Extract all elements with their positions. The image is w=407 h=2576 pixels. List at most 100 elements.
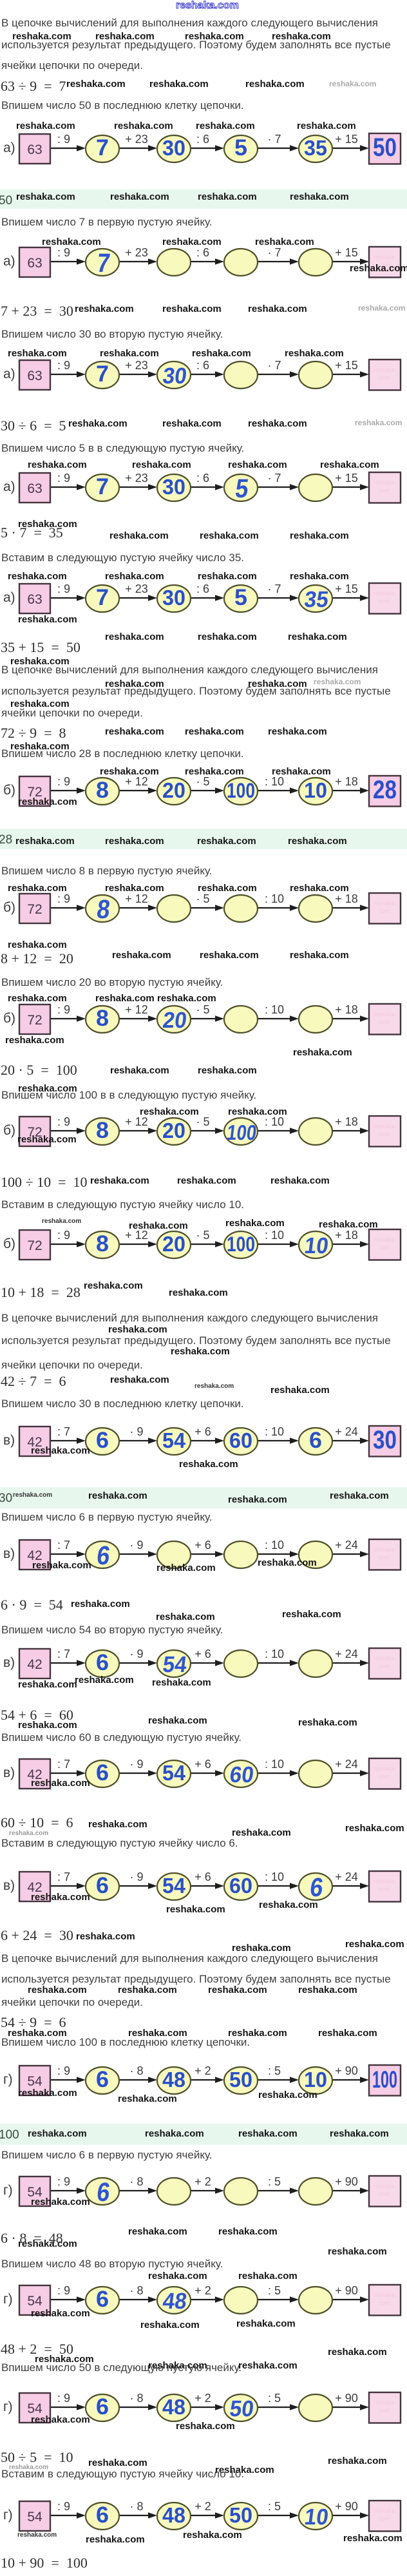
- svg-text:г): г): [3, 2508, 13, 2523]
- svg-text:· 7: · 7: [267, 582, 281, 595]
- svg-text:+ 15: + 15: [335, 582, 358, 595]
- svg-text:com: com: [379, 1019, 390, 1025]
- svg-text:: 10: : 10: [265, 892, 284, 905]
- svg-text:6: 6: [96, 2287, 109, 2312]
- svg-text:а): а): [3, 367, 15, 381]
- svg-text:reshaka: reshaka: [374, 367, 395, 373]
- svg-text:в): в): [3, 1433, 15, 1448]
- svg-text:: 9: : 9: [57, 2064, 70, 2077]
- svg-text:: 9: : 9: [57, 1003, 70, 1016]
- svg-text:· 5: · 5: [196, 775, 209, 788]
- svg-text:: 10: : 10: [265, 1115, 284, 1128]
- svg-text:reshaka: reshaka: [374, 2508, 395, 2514]
- svg-text:+ 15: + 15: [335, 472, 358, 485]
- svg-text:7: 7: [96, 474, 109, 499]
- svg-text:54: 54: [162, 1652, 189, 1677]
- svg-text:+ 23: + 23: [125, 133, 148, 146]
- svg-text:: 9: : 9: [57, 892, 70, 905]
- svg-text:60: 60: [229, 1428, 252, 1452]
- svg-text:: 9: : 9: [57, 2392, 70, 2405]
- svg-text:: 10: : 10: [265, 1870, 284, 1883]
- svg-text:· 8: · 8: [129, 2175, 143, 2188]
- svg-text:8: 8: [96, 1118, 109, 1143]
- svg-text:+ 90: + 90: [335, 2392, 358, 2405]
- svg-text:+ 6: + 6: [194, 1648, 211, 1660]
- svg-text:50: 50: [229, 2503, 252, 2527]
- svg-text:: 6: : 6: [196, 133, 209, 146]
- svg-text:· 8: · 8: [129, 2284, 143, 2297]
- svg-text:20: 20: [162, 1008, 189, 1033]
- svg-text:30: 30: [373, 1426, 397, 1454]
- svg-text:8: 8: [96, 778, 109, 803]
- svg-text:б): б): [3, 783, 15, 798]
- svg-text:+ 24: + 24: [335, 1870, 358, 1883]
- svg-text:: 9: : 9: [57, 775, 70, 788]
- svg-text:+ 12: + 12: [125, 775, 148, 788]
- svg-text:· 9: · 9: [129, 1758, 143, 1771]
- svg-text:: 10: : 10: [265, 1539, 284, 1552]
- svg-text:10: 10: [304, 778, 327, 802]
- svg-text:6: 6: [96, 1650, 109, 1675]
- svg-text:72: 72: [27, 785, 42, 800]
- svg-text:в): в): [3, 1546, 15, 1561]
- svg-text:+ 12: + 12: [125, 892, 148, 905]
- svg-text:54: 54: [27, 2185, 43, 2200]
- svg-text:54: 54: [162, 1874, 186, 1898]
- svg-text:60: 60: [229, 1762, 256, 1787]
- svg-text:54: 54: [162, 1428, 186, 1452]
- svg-text:reshaka: reshaka: [374, 1765, 395, 1772]
- svg-text:60: 60: [229, 1874, 252, 1898]
- svg-text:com: com: [379, 2407, 390, 2414]
- svg-text:+ 24: + 24: [335, 1758, 358, 1771]
- svg-text:reshaka: reshaka: [374, 2399, 395, 2406]
- svg-text:+ 2: + 2: [194, 2392, 211, 2405]
- svg-text:· 5: · 5: [196, 1115, 209, 1128]
- svg-text:72: 72: [27, 902, 42, 917]
- svg-text:: 6: : 6: [196, 246, 209, 259]
- svg-text:+ 6: + 6: [194, 1425, 211, 1438]
- svg-text:6: 6: [96, 1873, 109, 1898]
- svg-text:30: 30: [162, 363, 189, 389]
- svg-text:б): б): [3, 1011, 15, 1026]
- svg-text:20: 20: [162, 1232, 185, 1256]
- svg-text:reshaka: reshaka: [374, 2183, 395, 2189]
- svg-text:30: 30: [162, 136, 185, 160]
- svg-text:: 7: : 7: [57, 1539, 70, 1552]
- svg-text:+ 2: + 2: [194, 2284, 211, 2297]
- svg-text:42: 42: [27, 1767, 42, 1782]
- svg-text:: 10: : 10: [265, 1229, 284, 1242]
- svg-text:reshaka: reshaka: [374, 1655, 395, 1662]
- svg-text:54: 54: [27, 2510, 43, 2524]
- svg-text:reshaka: reshaka: [374, 479, 395, 486]
- svg-text:20: 20: [162, 778, 185, 802]
- svg-text:reshaka: reshaka: [374, 590, 395, 597]
- svg-text:: 7: : 7: [57, 1870, 70, 1883]
- svg-text:г): г): [3, 2183, 13, 2198]
- svg-text:+ 2: + 2: [194, 2175, 211, 2188]
- svg-text:+ 18: + 18: [335, 892, 358, 905]
- svg-text:· 7: · 7: [267, 472, 281, 485]
- svg-text:8: 8: [96, 1231, 109, 1256]
- svg-text:42: 42: [27, 1657, 42, 1672]
- svg-text:+ 18: + 18: [335, 1115, 358, 1128]
- svg-text:в): в): [3, 1878, 15, 1893]
- svg-text:: 9: : 9: [57, 582, 70, 595]
- svg-text:63: 63: [27, 592, 42, 607]
- svg-text:54: 54: [162, 1761, 186, 1785]
- svg-text:в): в): [3, 1655, 15, 1670]
- svg-text:com: com: [379, 2515, 390, 2522]
- svg-text:48: 48: [162, 2289, 189, 2314]
- svg-text:6: 6: [96, 1760, 109, 1785]
- svg-text:reshaka: reshaka: [374, 1011, 395, 1017]
- svg-text:100: 100: [227, 779, 255, 802]
- svg-text:+ 23: + 23: [125, 359, 148, 372]
- svg-text:com: com: [379, 1663, 390, 1669]
- svg-text:: 10: : 10: [265, 1003, 284, 1016]
- svg-text:com: com: [379, 374, 390, 381]
- svg-text:com: com: [379, 1131, 390, 1137]
- svg-text:6: 6: [96, 2067, 109, 2092]
- svg-text:28: 28: [373, 776, 397, 804]
- svg-text:50: 50: [229, 2396, 256, 2421]
- svg-text:72: 72: [27, 1125, 42, 1140]
- svg-text:6: 6: [96, 1428, 109, 1453]
